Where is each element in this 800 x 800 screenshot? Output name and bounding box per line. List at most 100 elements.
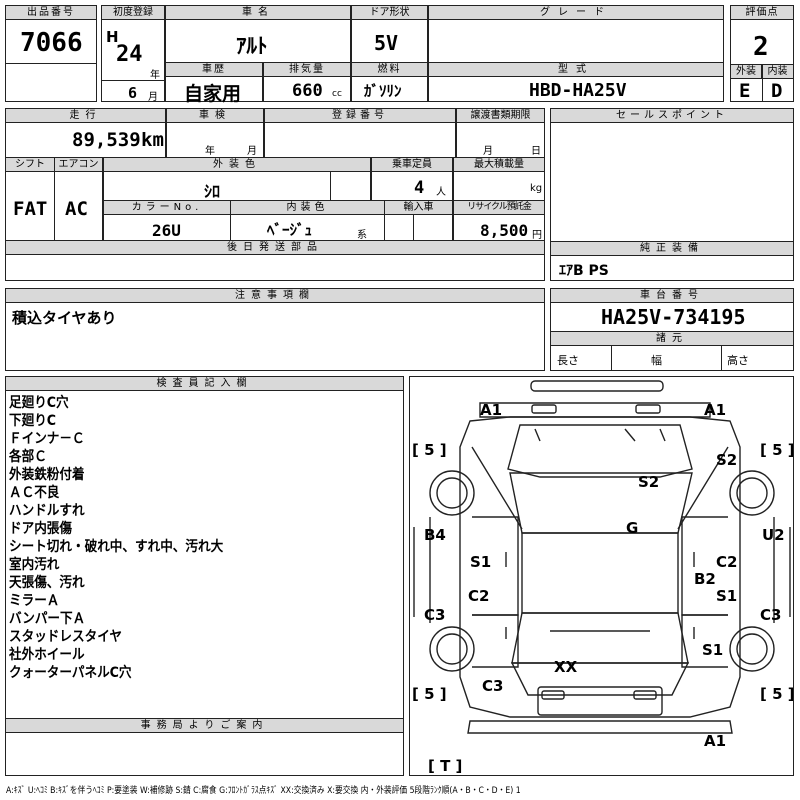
displacement: 660	[292, 81, 323, 101]
tire-label: 5	[424, 441, 434, 459]
transfer-deadline-label: 譲渡書類期限	[457, 109, 544, 123]
inspection-box: 車検 年 月	[166, 108, 264, 158]
tire-bracket-right-rear: [ 5 ]	[760, 685, 793, 703]
fuel-label: 燃料	[352, 63, 427, 77]
color-number-label: カラーNo.	[104, 201, 230, 215]
interior-grade: D	[771, 80, 783, 102]
registration-number-label: 登録番号	[265, 109, 455, 123]
model-box: 型式 HBD-HA25V	[428, 62, 724, 102]
interior-grade-label: 内装	[762, 65, 793, 79]
remark-line: 各部Ｃ	[9, 449, 47, 465]
mileage-unit: km	[141, 129, 164, 151]
car-name-box: 車名 ｱﾙﾄ	[165, 5, 351, 63]
fuel: ｶﾞｿﾘﾝ	[364, 82, 402, 100]
inspector-label: 検査員記入欄	[6, 377, 403, 391]
remark-line: 室内汚れ	[9, 557, 60, 573]
registration-year: 24	[116, 42, 143, 67]
remark-line: クォーターパネルC穴	[9, 665, 132, 681]
transfer-day-unit: 日	[531, 146, 541, 157]
tire-bracket-left-rear: [ 5 ]	[412, 685, 447, 703]
displacement-label: 排気量	[264, 63, 350, 77]
displacement-box: 排気量 660 cc	[263, 62, 351, 102]
remark-line: 足廻りC穴	[9, 395, 69, 411]
color-number-box: カラーNo. 26U	[103, 200, 231, 241]
model: HBD-HA25V	[529, 80, 627, 101]
tire-bracket-spare: [ T ]	[428, 757, 462, 775]
damage-mark: S1	[470, 553, 491, 571]
car-name: ｱﾙﾄ	[236, 34, 268, 58]
tire-bracket-right-front: [ 5 ]	[760, 441, 793, 459]
lot-number-label: 出品番号	[6, 6, 96, 20]
car-name-label: 車名	[166, 6, 350, 20]
interior-color-suffix: 系	[357, 230, 367, 241]
ac-label: エアコン	[55, 158, 102, 172]
tire-label: T	[440, 757, 451, 775]
damage-mark: B2	[694, 570, 716, 588]
score-box: 評価点 2 外装 内装 E D	[730, 5, 794, 102]
notes-box: 注意事項欄 積込タイヤあり	[5, 288, 545, 371]
max-load-box: 最大積載量 kg	[453, 157, 545, 201]
remark-line: 社外ホイール	[9, 647, 85, 663]
lot-number-box: 出品番号 7066	[5, 5, 97, 102]
remark-line: 天張傷、汚れ	[9, 575, 85, 591]
damage-mark: G	[626, 519, 638, 537]
shift-box: シフト FAT	[5, 157, 55, 241]
shift-label: シフト	[6, 158, 54, 172]
mileage: 89,539	[72, 129, 141, 151]
remark-line: 下廻りC	[9, 413, 57, 429]
inspector-box: 検査員記入欄 足廻りC穴 下廻りC Ｆインナ－Ｃ 各部Ｃ 外装鉄粉付着 ＡＣ不良…	[5, 376, 404, 719]
tire-label: 5	[772, 441, 782, 459]
recycle-fee: 8,500	[480, 221, 529, 240]
chassis-box: 車台番号 HA25V-734195 諸元 長さ 幅 高さ	[550, 288, 794, 371]
model-label: 型式	[429, 63, 723, 77]
capacity-label: 乗車定員	[372, 158, 452, 172]
inspection-month-unit: 月	[247, 146, 257, 157]
damage-mark: A1	[704, 732, 726, 750]
door-label: ドア形状	[352, 6, 427, 20]
shift: FAT	[13, 198, 48, 220]
damage-mark: C3	[760, 606, 781, 624]
notes-label: 注意事項欄	[6, 289, 544, 303]
grade-label: グレード	[429, 6, 723, 20]
car-diagram: [ 5 ] [ 5 ] [ 5 ] [ 5 ] [ T ] A1 A1 S2 S…	[412, 380, 793, 775]
remark-line: Ｆインナ－Ｃ	[9, 431, 85, 447]
chassis-number: HA25V-734195	[601, 305, 746, 329]
damage-mark: C2	[468, 587, 489, 605]
later-parts-label: 後日発送部品	[6, 241, 544, 255]
dimensions-label: 諸元	[551, 331, 793, 346]
inspector-remarks: 足廻りC穴 下廻りC Ｆインナ－Ｃ 各部Ｃ 外装鉄粉付着 ＡＣ不良 ハンドルすれ…	[9, 394, 247, 682]
first-registration-label: 初度登録	[102, 6, 164, 20]
recycle-box: リサイクル預託金 8,500 円	[453, 200, 545, 241]
mileage-box: 走行 89,539 km	[5, 108, 166, 158]
damage-diagram-box: [ 5 ] [ 5 ] [ 5 ] [ 5 ] [ T ] A1 A1 S2 S…	[409, 376, 794, 776]
damage-mark: S1	[702, 641, 723, 659]
tire-label: 5	[772, 685, 782, 703]
later-parts-box: 後日発送部品	[5, 240, 545, 281]
displacement-unit: cc	[332, 89, 342, 99]
remark-line: ミラーＡ	[9, 593, 60, 609]
registration-month: 6	[128, 84, 138, 102]
damage-mark: XX	[554, 658, 578, 676]
inspection-label: 車検	[167, 109, 263, 123]
capacity-box: 乗車定員 4 人	[371, 157, 453, 201]
genuine-equipment-box: 純正装備 ｴｱB PS	[550, 241, 794, 281]
damage-mark: B4	[424, 526, 446, 544]
color-number: 26U	[152, 221, 181, 240]
ac-box: エアコン AC	[54, 157, 103, 241]
damage-mark: A1	[480, 401, 502, 419]
capacity: 4	[414, 178, 425, 198]
import-box: 輸入車	[384, 200, 453, 241]
sales-points-label: セールスポイント	[551, 109, 793, 123]
office-label: 事務局よりご案内	[6, 719, 403, 733]
tire-bracket-left-front: [ 5 ]	[412, 441, 447, 459]
month-unit: 月	[148, 92, 158, 103]
history-box: 車歴 自家用	[165, 62, 263, 105]
damage-mark: S2	[638, 473, 659, 491]
recycle-unit: 円	[532, 230, 542, 241]
interior-color: ﾍﾞｰｼﾞｭ	[267, 221, 313, 239]
interior-color-label: 内装色	[231, 201, 384, 215]
legend: A:ｷｽﾞ U:ﾍｺﾐ B:ｷｽﾞを伴うﾍｺﾐ P:要塗装 W:補修跡 S:錆 …	[6, 786, 521, 796]
genuine-equipment: ｴｱB PS	[559, 263, 609, 279]
exterior-color-label: 外装色	[104, 158, 370, 172]
registration-number-box: 登録番号	[264, 108, 456, 158]
